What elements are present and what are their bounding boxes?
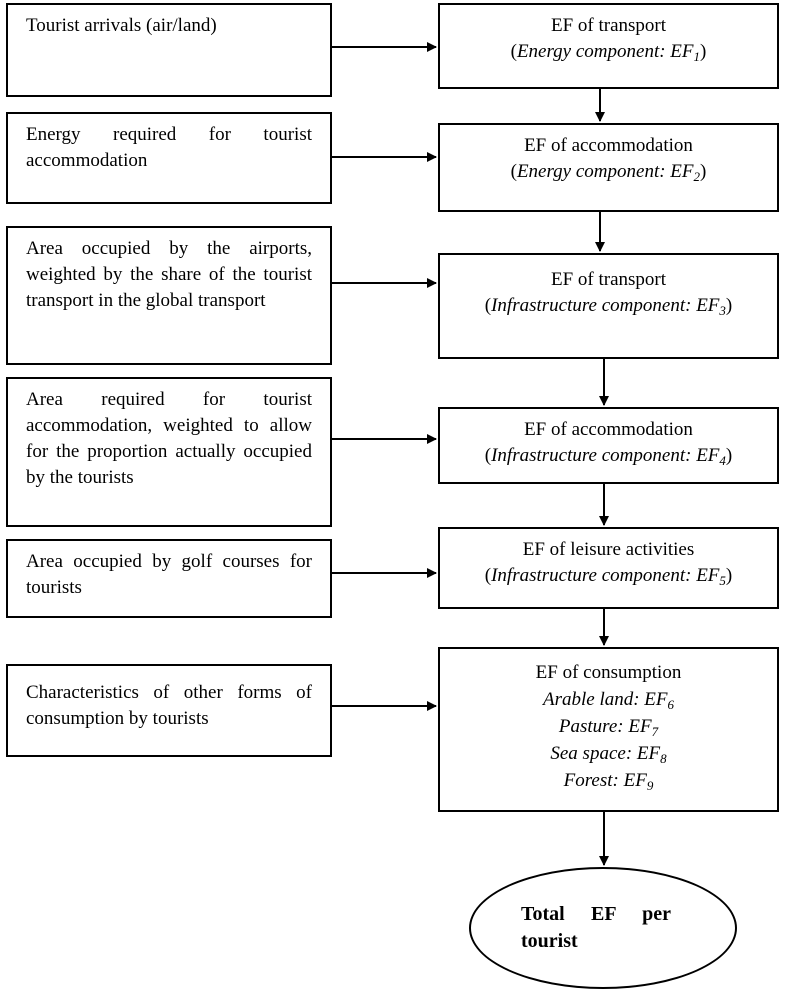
input-text-other-consumption: Characteristics of other forms of consum… (26, 682, 312, 729)
ef-box-transport-infrastructure: EF of transport (Infrastructure componen… (438, 253, 779, 359)
ef-box-transport-energy: EF of transport (Energy component: EF1) (438, 3, 779, 89)
ef-component: (Infrastructure component: EF5) (484, 565, 733, 588)
ef-box-accommodation-energy: EF of accommodation (Energy component: E… (438, 123, 779, 212)
ef-title: EF of accommodation (524, 135, 693, 156)
ef-title: EF of leisure activities (522, 539, 695, 560)
total-ef-ellipse: Total EF per tourist (469, 867, 737, 989)
ef-box-accommodation-infrastructure: EF of accommodation (Infrastructure comp… (438, 407, 779, 484)
ef-box-leisure-activities: EF of leisure activities (Infrastructure… (438, 527, 779, 609)
ef-title: EF of transport (550, 269, 667, 290)
consumption-pasture: Pasture: EF7 (558, 716, 659, 739)
ef-title: EF of accommodation (524, 419, 693, 440)
ef-component: (Infrastructure component: EF3) (484, 295, 733, 318)
ef-box-consumption: EF of consumption Arable land: EF6 Pastu… (438, 647, 779, 812)
consumption-forest: Forest: EF9 (563, 770, 654, 793)
ef-title: EF of transport (550, 15, 667, 36)
consumption-sea-space: Sea space: EF8 (550, 743, 667, 766)
input-text-golf-courses: Area occupied by golf courses for touris… (26, 551, 312, 598)
input-text-tourist-arrivals: Tourist arrivals (air/land) (26, 15, 217, 36)
input-text-accommodation-energy: Energy required for tourist accommodatio… (26, 124, 312, 171)
input-box-accommodation-energy: Energy required for tourist accommodatio… (6, 112, 332, 204)
total-ef-label: Total EF per tourist (521, 903, 671, 952)
input-box-accommodation-area: Area required for tourist accommodation,… (6, 377, 332, 527)
ef-component: (Infrastructure component: EF4) (484, 445, 733, 468)
ef-component: (Energy component: EF2) (510, 161, 707, 184)
consumption-title: EF of consumption (535, 662, 682, 683)
input-text-accommodation-area: Area required for tourist accommodation,… (26, 389, 312, 488)
ef-component: (Energy component: EF1) (510, 41, 707, 64)
input-box-airport-area: Area occupied by the airports, weighted … (6, 226, 332, 365)
input-text-airport-area: Area occupied by the airports, weighted … (26, 238, 312, 311)
input-box-other-consumption: Characteristics of other forms of consum… (6, 664, 332, 757)
input-box-golf-courses: Area occupied by golf courses for touris… (6, 539, 332, 618)
input-box-tourist-arrivals: Tourist arrivals (air/land) (6, 3, 332, 97)
consumption-arable-land: Arable land: EF6 (542, 689, 675, 712)
